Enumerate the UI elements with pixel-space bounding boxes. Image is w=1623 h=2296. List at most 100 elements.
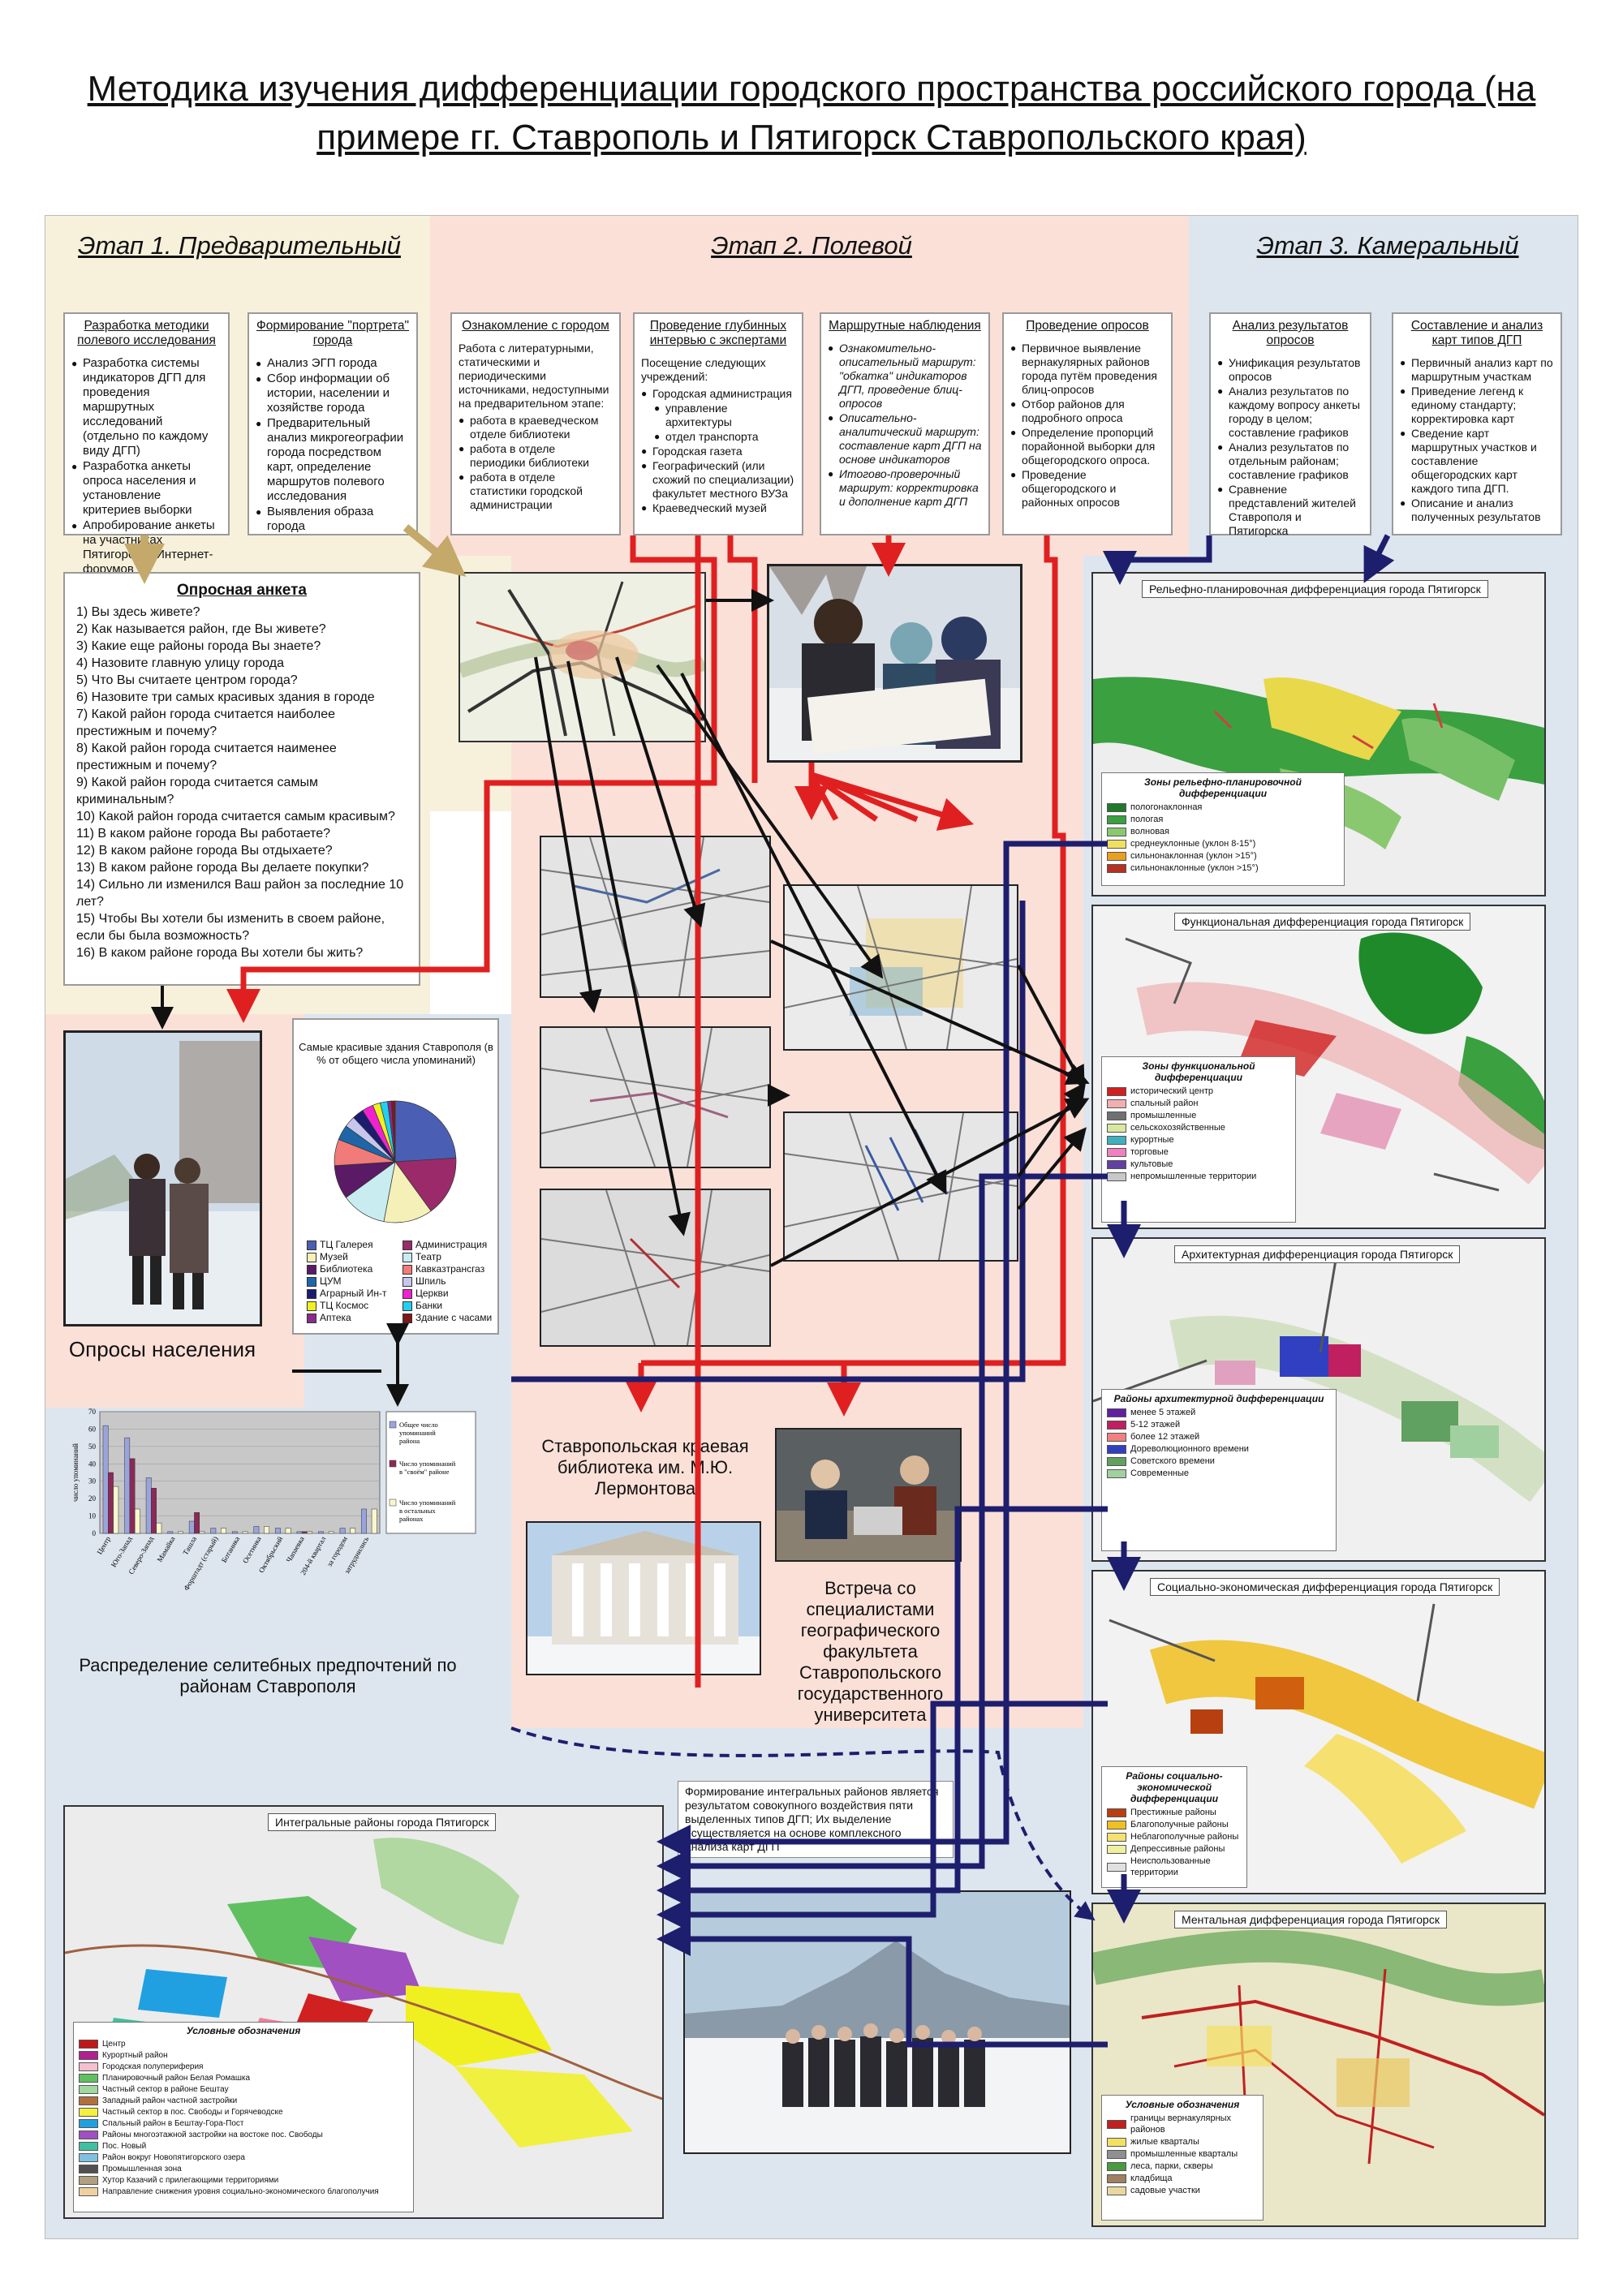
pie-legend-item: ТЦ Галерея: [307, 1239, 398, 1251]
survey-question: 11) В каком районе города Вы работаете?: [76, 827, 331, 841]
legend-item: сильнонаклонные (уклон >15°): [1107, 862, 1339, 874]
survey-question: 16) В каком районе города Вы хотели бы ж…: [76, 946, 364, 960]
pie-slice: [394, 1100, 457, 1163]
legend-item: курортные: [1107, 1134, 1290, 1146]
legend-swatch: [1107, 1862, 1126, 1872]
legend-swatch: [389, 1498, 397, 1507]
stage3-heading: Этап 3. Камеральный: [1256, 231, 1519, 260]
legend-label: Кавказтрансгаз: [415, 1263, 485, 1275]
bar: [350, 1528, 356, 1534]
legend-label: курортные: [1130, 1135, 1174, 1145]
legend-item: Спальный район в Бештау-Гора-Пост: [79, 2118, 408, 2129]
plot-area: [99, 1411, 381, 1534]
caption-surveys: Опросы населения: [68, 1337, 256, 1361]
legend-label: культовые: [1130, 1159, 1173, 1169]
bar: [151, 1488, 157, 1534]
legend-label: Районы многоэтажной застройки на востоке…: [102, 2130, 323, 2139]
legend-swatch: [79, 2062, 98, 2071]
list-item: Отбор районов для подробного опроса: [1010, 398, 1165, 425]
legend-label: Банки: [415, 1300, 443, 1311]
legend-item: Современные: [1107, 1468, 1331, 1479]
bar: [307, 1531, 313, 1534]
bar: [361, 1508, 368, 1534]
legend-item: Неиспользованные территории: [1107, 1855, 1242, 1878]
x-tick-label: Осетинка: [241, 1535, 263, 1565]
pie-chart-title: Самые красивые здания Ставрополя (в % от…: [299, 1041, 493, 1066]
y-tick-label: 50: [88, 1443, 97, 1451]
photo-meeting: [775, 1428, 962, 1562]
list-item: Описательно-аналитический маршрут: соста…: [828, 411, 982, 467]
legend-item: Частный сектор в пос. Свободы и Горячево…: [79, 2107, 408, 2118]
legend-item: Советского времени: [1107, 1455, 1331, 1467]
stage1-box-method: Разработка методики полевого исследовани…: [63, 312, 230, 576]
photo-library: [526, 1521, 761, 1675]
box-title: Маршрутные наблюдения: [829, 319, 981, 333]
list-item: работа в краеведческом отделе библиотеки: [458, 414, 613, 441]
legend-swatch: [307, 1252, 316, 1262]
legend-swatch: [79, 2119, 98, 2128]
map-socio-economic: Социально-экономическая дифференциация г…: [1091, 1570, 1546, 1894]
legend-label: Промышленная зона: [102, 2165, 182, 2173]
legend-item: волновая: [1107, 826, 1339, 837]
legend-swatch: [79, 2130, 98, 2139]
legend-swatch: [1107, 1432, 1126, 1442]
legend-item: промышленные: [1107, 1110, 1290, 1121]
list-item: Анализ ЭГП города: [256, 356, 410, 371]
stage2-box-acquaint: Ознакомление с городом Работа с литерату…: [450, 312, 621, 535]
box-title: Проведение опросов: [1026, 319, 1149, 333]
bar: [194, 1512, 200, 1534]
pie-legend-item: ЦУМ: [307, 1275, 398, 1288]
pie-legend-item: Церкви: [403, 1288, 493, 1300]
pie-legend-item: Аптека: [307, 1312, 398, 1324]
pie-legend-item: Музей: [307, 1251, 398, 1263]
legend-label: Планировочный район Белая Ромашка: [102, 2074, 251, 2083]
legend-swatch: [1107, 1099, 1126, 1108]
legend-swatch: [403, 1301, 412, 1311]
legend-item: Частный сектор в районе Бештау: [79, 2084, 408, 2095]
legend-label: Пос. Новый: [102, 2142, 147, 2151]
outer-border: [45, 215, 1578, 2239]
legend-label: торговые: [1130, 1147, 1169, 1157]
legend-swatch: [79, 2074, 98, 2083]
legend-item: непромышленные территории: [1107, 1171, 1290, 1182]
legend-swatch: [403, 1240, 412, 1250]
legend-swatch: [1107, 1147, 1126, 1157]
legend-item: Благополучные районы: [1107, 1819, 1242, 1830]
legend-swatch: [1107, 2186, 1126, 2195]
bar: [129, 1458, 136, 1534]
legend-label: непромышленные территории: [1130, 1172, 1257, 1181]
legend-label: Престижные районы: [1130, 1808, 1216, 1817]
stage3-box-polls-analysis: Анализ результатов опросов Унификация ре…: [1209, 312, 1371, 537]
survey-question: 4) Назовите главную улицу города: [76, 656, 285, 670]
legend-swatch: [1107, 1408, 1126, 1417]
legend-swatch: [1107, 1123, 1126, 1133]
stage1-box-portrait: Формирование "портрета" города Анализ ЭГ…: [248, 312, 418, 535]
bar: [231, 1531, 238, 1534]
list-item: Анализ результатов по каждому вопросу ан…: [1217, 385, 1363, 440]
stage3-box-maps-analysis: Составление и анализ карт типов ДГП Перв…: [1392, 312, 1562, 535]
legend-label: Администрация: [415, 1239, 488, 1250]
legend-socio: Районы социально-экономической дифференц…: [1101, 1766, 1247, 1888]
legend-item: 5-12 этажей: [1107, 1419, 1331, 1430]
list-item: Сведение карт маршрутных участков и сост…: [1400, 427, 1554, 496]
list-item: Городская газета: [641, 445, 795, 458]
list-item: работа в отделе периодики библиотеки: [458, 442, 613, 470]
legend-swatch: [1107, 1420, 1126, 1430]
legend-item: Хутор Казачий с прилегающими территориям…: [79, 2175, 408, 2186]
x-tick-label: Юго-Запад: [110, 1535, 134, 1569]
legend-item: Планировочный район Белая Ромашка: [79, 2073, 408, 2083]
map-mental: Ментальная дифференциация города Пятигор…: [1091, 1903, 1546, 2227]
list-item: Краеведческий музей: [641, 501, 795, 515]
legend-swatch: [1107, 2119, 1126, 2129]
list-item: Разработка системы индикаторов ДГП для п…: [71, 356, 222, 458]
x-tick-label: за городом: [325, 1535, 349, 1568]
list-item: Ознакомительно-описательный маршрут: "об…: [828, 342, 982, 411]
legend-swatch: [307, 1301, 316, 1311]
y-axis-label: число упоминаний: [71, 1443, 80, 1502]
bar: [285, 1528, 291, 1534]
legend-label: Дореволюционного времени: [1130, 1444, 1249, 1454]
legend-label: Советского времени: [1130, 1456, 1215, 1466]
legend-label: Направление снижения уровня социально-эк…: [102, 2187, 379, 2196]
